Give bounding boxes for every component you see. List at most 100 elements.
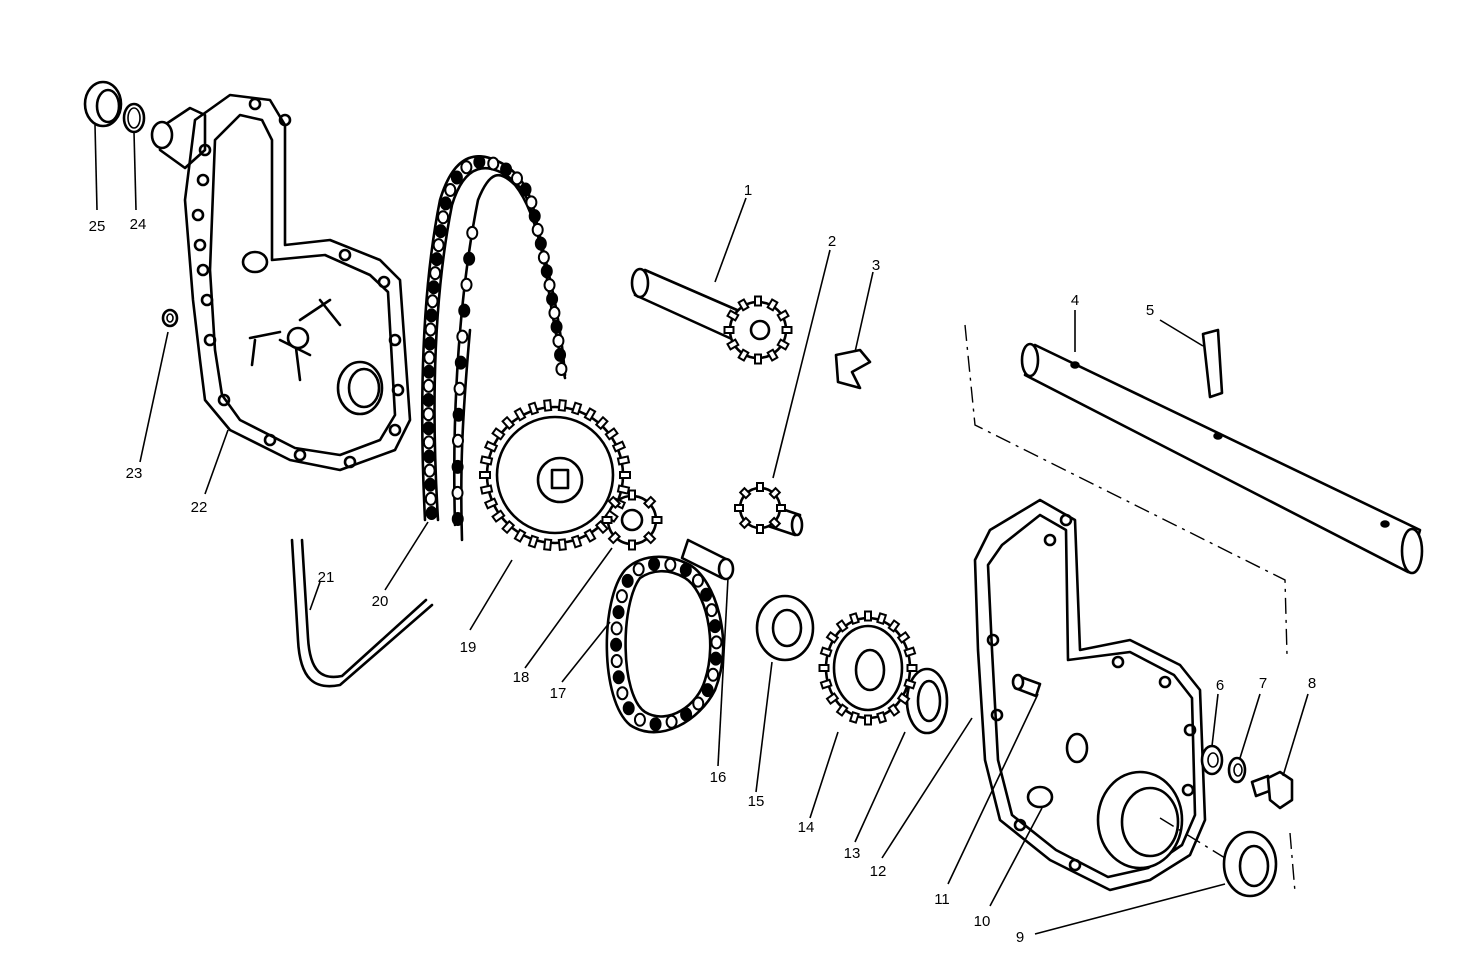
label-22: 22 (191, 499, 208, 516)
sprocket-18-tooth (607, 530, 622, 545)
part-14-sprocket (824, 616, 912, 720)
long-chain-inner-link (458, 303, 471, 318)
long-chain-link (546, 291, 559, 306)
gear-1-tooth (766, 348, 779, 362)
sprocket-14-tooth (864, 714, 872, 726)
sprocket-14-tooth (887, 619, 901, 633)
long-chain-link (422, 421, 435, 436)
sprocket-19-tooth (570, 401, 583, 416)
sprocket-18-tooth (601, 516, 613, 524)
sprocket-18-tooth (607, 495, 622, 510)
part-8-bolt (1250, 770, 1294, 810)
label-5: 5 (1146, 302, 1154, 319)
sprocket-19-tooth (557, 398, 567, 412)
gear-2-tooth (738, 486, 752, 500)
label-9: 9 (1016, 929, 1024, 946)
long-chain-link (432, 238, 445, 253)
sprocket-14-tooth (876, 612, 888, 626)
long-chain-inner-link (452, 407, 465, 422)
sprocket-19-tooth (604, 427, 619, 441)
sprocket-14-tooth (848, 710, 860, 724)
short-chain-link (710, 635, 723, 650)
long-chain-link (437, 210, 450, 225)
part-13-washer (905, 667, 949, 735)
sprocket-19-tooth (619, 471, 631, 479)
short-chain-link (709, 619, 722, 634)
long-chain-link (487, 156, 500, 171)
gear-1-tooth (723, 326, 735, 334)
label-20: 20 (372, 593, 389, 610)
long-chain-link (422, 407, 435, 422)
sprocket-19-tooth (543, 398, 553, 412)
gear-1-tooth (766, 298, 779, 312)
short-chain-link (632, 562, 645, 577)
short-chain-link (700, 587, 713, 602)
label-19: 19 (460, 639, 477, 656)
gear-2-tooth (776, 504, 786, 512)
sprocket-19-tooth (543, 538, 553, 552)
short-chain-link (707, 667, 720, 682)
short-chain-link (665, 714, 678, 729)
leader-lines (94, 124, 1309, 935)
label-16: 16 (710, 769, 727, 786)
short-chain-link (701, 683, 714, 698)
long-chain-link (548, 305, 561, 320)
long-chain-link (552, 333, 565, 348)
short-chain-link (692, 696, 705, 711)
long-chain-link (429, 266, 442, 281)
sprocket-14-tooth (848, 612, 860, 626)
long-chain-link (554, 347, 567, 362)
long-chain-link (525, 195, 538, 210)
short-chain-link (691, 573, 704, 588)
long-chain-inner-link (451, 485, 464, 500)
short-chain-link (679, 562, 692, 577)
sprocket-19-tooth (479, 471, 491, 479)
sprocket-18-tooth (651, 516, 663, 524)
short-chain-link (610, 621, 623, 636)
long-chain-link (460, 160, 473, 175)
short-chain-link (649, 717, 662, 732)
part-9-seal (1222, 830, 1278, 898)
sprocket-14-tooth (818, 664, 830, 672)
sprocket-18-tooth (628, 539, 636, 551)
part-6-washer (1200, 744, 1224, 776)
sprocket-14-tooth (819, 678, 833, 690)
long-chain-link (424, 491, 437, 506)
long-chain-inner-link (451, 511, 464, 526)
sprocket-14-tooth (906, 664, 918, 672)
short-chain-link (615, 589, 628, 604)
long-chain-link (550, 319, 563, 334)
label-10: 10 (974, 913, 991, 930)
long-chain-link (423, 449, 436, 464)
part-3-clip (834, 348, 872, 390)
long-chain-link (424, 322, 437, 337)
sprocket-19-tooth (491, 509, 506, 523)
sprocket-19-tooth (491, 427, 506, 441)
sprocket-19-tooth (527, 401, 540, 416)
long-chain-link (423, 336, 436, 351)
label-17: 17 (550, 685, 567, 702)
label-13: 13 (844, 845, 861, 862)
short-chain-link (664, 557, 677, 572)
label-14: 14 (798, 819, 815, 836)
label-2: 2 (828, 233, 836, 250)
long-chain-inner-link (451, 459, 464, 474)
sprocket-19-tooth (483, 497, 499, 510)
gear-1-tooth (754, 353, 762, 365)
gear-1-tooth (776, 338, 790, 351)
label-12: 12 (870, 863, 887, 880)
long-chain-link (555, 361, 568, 376)
long-chain-inner-link (460, 277, 473, 292)
long-chain-link (423, 463, 436, 478)
sprocket-14-tooth (903, 646, 917, 658)
long-chain-link (543, 278, 556, 293)
short-chain-link (633, 712, 646, 727)
sprocket-14-tooth (835, 619, 849, 633)
gear-1-tooth (726, 309, 740, 322)
sprocket-14-tooth (887, 703, 901, 717)
label-3: 3 (872, 257, 880, 274)
sprocket-14-tooth (825, 692, 840, 706)
short-chain-link (616, 686, 629, 701)
